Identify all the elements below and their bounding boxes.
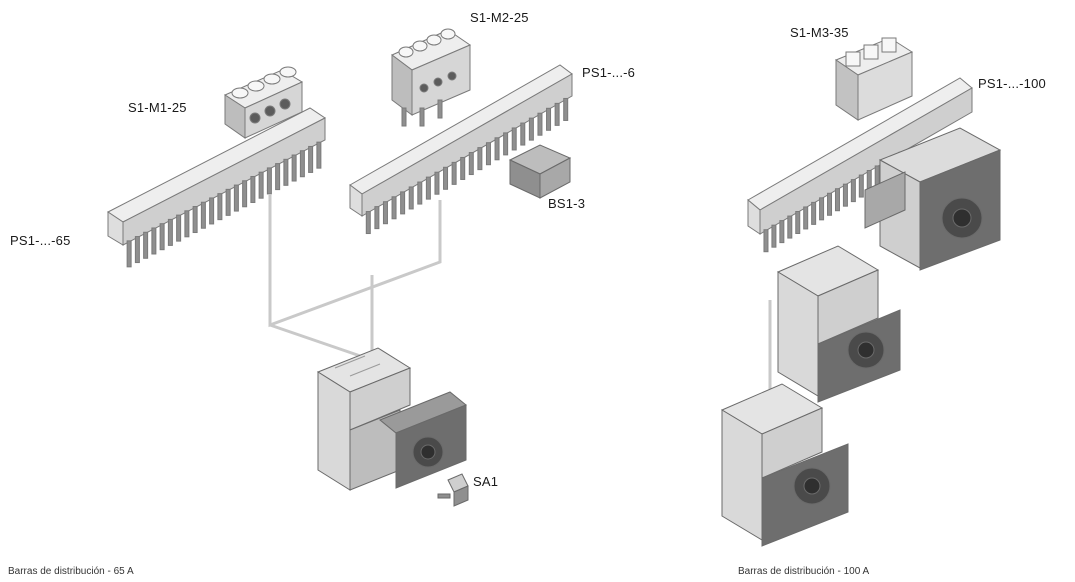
busbar-tooth [843, 184, 847, 206]
busbar-tooth [392, 197, 396, 219]
busbar-tooth [538, 113, 542, 135]
busbar-tooth [859, 175, 863, 197]
busbar-tooth [185, 211, 189, 237]
busbar-tooth [127, 241, 131, 267]
busbar-tooth [828, 193, 832, 215]
busbar-tooth [276, 164, 280, 190]
busbar-tooth [504, 133, 508, 155]
busbar-tooth [135, 237, 139, 263]
busbar-tooth [218, 194, 222, 220]
label-ps1-6: PS1-...-6 [582, 65, 635, 80]
label-bs1-3: BS1-3 [548, 196, 585, 211]
busbar-tooth [366, 212, 370, 234]
busbar-tooth [788, 216, 792, 238]
busbar-tooth [401, 192, 405, 214]
busbar-tooth [177, 215, 181, 241]
busbar-tooth [300, 151, 304, 177]
busbar-tooth [478, 148, 482, 170]
busbar-tooth [764, 230, 768, 252]
busbar-tooth [259, 172, 263, 198]
busbar-tooth [234, 185, 238, 211]
busbar-tooth [435, 172, 439, 194]
busbar-tooth [835, 189, 839, 211]
busbar-tooth [160, 224, 164, 250]
busbar-tooth [469, 153, 473, 175]
label-ps1-65: PS1-...-65 [10, 233, 71, 248]
label-s1-m2-25: S1-M2-25 [470, 10, 529, 25]
busbar-tooth [444, 167, 448, 189]
connector-lines-65a [270, 195, 440, 360]
busbar-tooth [375, 207, 379, 229]
busbar-tooth [201, 202, 205, 228]
busbar-tooth [243, 181, 247, 207]
busbar-tooth [512, 128, 516, 150]
busbar-tooth [284, 159, 288, 185]
busbar-tooth [547, 108, 551, 130]
busbar-tooth [168, 219, 172, 245]
busbar-tooth [564, 98, 568, 120]
cover-bs1-3 [510, 145, 570, 198]
busbar-tooth [851, 180, 855, 202]
label-s1-m1-25: S1-M1-25 [128, 100, 187, 115]
busbar-tooth [426, 177, 430, 199]
busbar-tooth [418, 182, 422, 204]
busbar-tooth [193, 207, 197, 233]
busbar-tooth [309, 146, 313, 172]
busbar-tooth [461, 157, 465, 179]
busbar-tooth [144, 232, 148, 258]
terminal-s1-m3-35 [836, 38, 912, 120]
busbar-tooth [152, 228, 156, 254]
busbar-tooth [812, 202, 816, 224]
busbar-tooth [555, 103, 559, 125]
caption-100a: Barras de distribución - 100 A [738, 566, 869, 577]
busbar-tooth [409, 187, 413, 209]
busbar-ps1-65 [108, 108, 325, 267]
motor-starter-100a-middle [778, 246, 900, 402]
motor-starter-65a [318, 348, 466, 490]
busbar-tooth [452, 162, 456, 184]
busbar-tooth [210, 198, 214, 224]
busbar-tooth [521, 123, 525, 145]
busbar-tooth [486, 143, 490, 165]
label-s1-m3-35: S1-M3-35 [790, 25, 849, 40]
busbar-tooth [529, 118, 533, 140]
busbar-tooth [292, 155, 296, 181]
motor-starter-100a-bottom [722, 384, 848, 546]
label-sa1: SA1 [473, 474, 498, 489]
caption-65a: Barras de distribución - 65 A [8, 566, 134, 577]
busbar-tooth [820, 198, 824, 220]
busbar-tooth [772, 225, 776, 247]
busbar-tooth [226, 189, 230, 215]
label-ps1-100: PS1-...-100 [978, 76, 1046, 91]
busbar-tooth [796, 212, 800, 234]
busbar-tooth [267, 168, 271, 194]
busbar-tooth [495, 138, 499, 160]
busbar-tooth [780, 221, 784, 243]
auxiliary-contact-sa1 [438, 474, 468, 506]
busbar-tooth [804, 207, 808, 229]
terminal-s1-m2-25 [392, 29, 470, 126]
busbar-tooth [251, 176, 255, 202]
busbar-tooth [317, 142, 321, 168]
busbar-tooth [383, 202, 387, 224]
